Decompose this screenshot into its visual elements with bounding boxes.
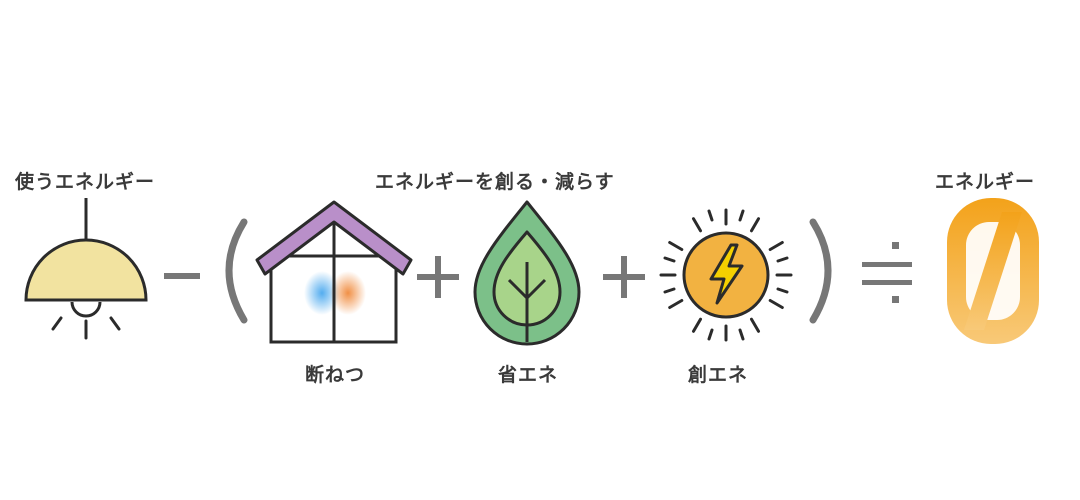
- sun-energy-creation-icon: [659, 208, 793, 342]
- pendant-lamp-icon: [24, 198, 148, 340]
- energy-saving-label: 省エネ: [498, 364, 559, 386]
- zero-energy-badge: [947, 198, 1039, 344]
- use-energy-label: 使うエネルギー: [15, 171, 156, 193]
- insulation-label: 断ねつ: [305, 364, 366, 386]
- approx-equal-operator: [862, 242, 912, 303]
- insulated-house-icon: [255, 200, 413, 344]
- plus-operator-2: [603, 256, 645, 298]
- minus-operator: [164, 273, 200, 279]
- open-paren-operator: [225, 218, 248, 324]
- energy-creation-label: 創エネ: [688, 364, 749, 386]
- create-reduce-energy-label: エネルギーを創る・減らす: [375, 171, 615, 193]
- leaf-energy-saving-icon: [473, 200, 581, 346]
- close-paren-operator: [809, 218, 832, 324]
- plus-operator-1: [417, 256, 459, 298]
- energy-result-label: エネルギー: [935, 171, 1036, 193]
